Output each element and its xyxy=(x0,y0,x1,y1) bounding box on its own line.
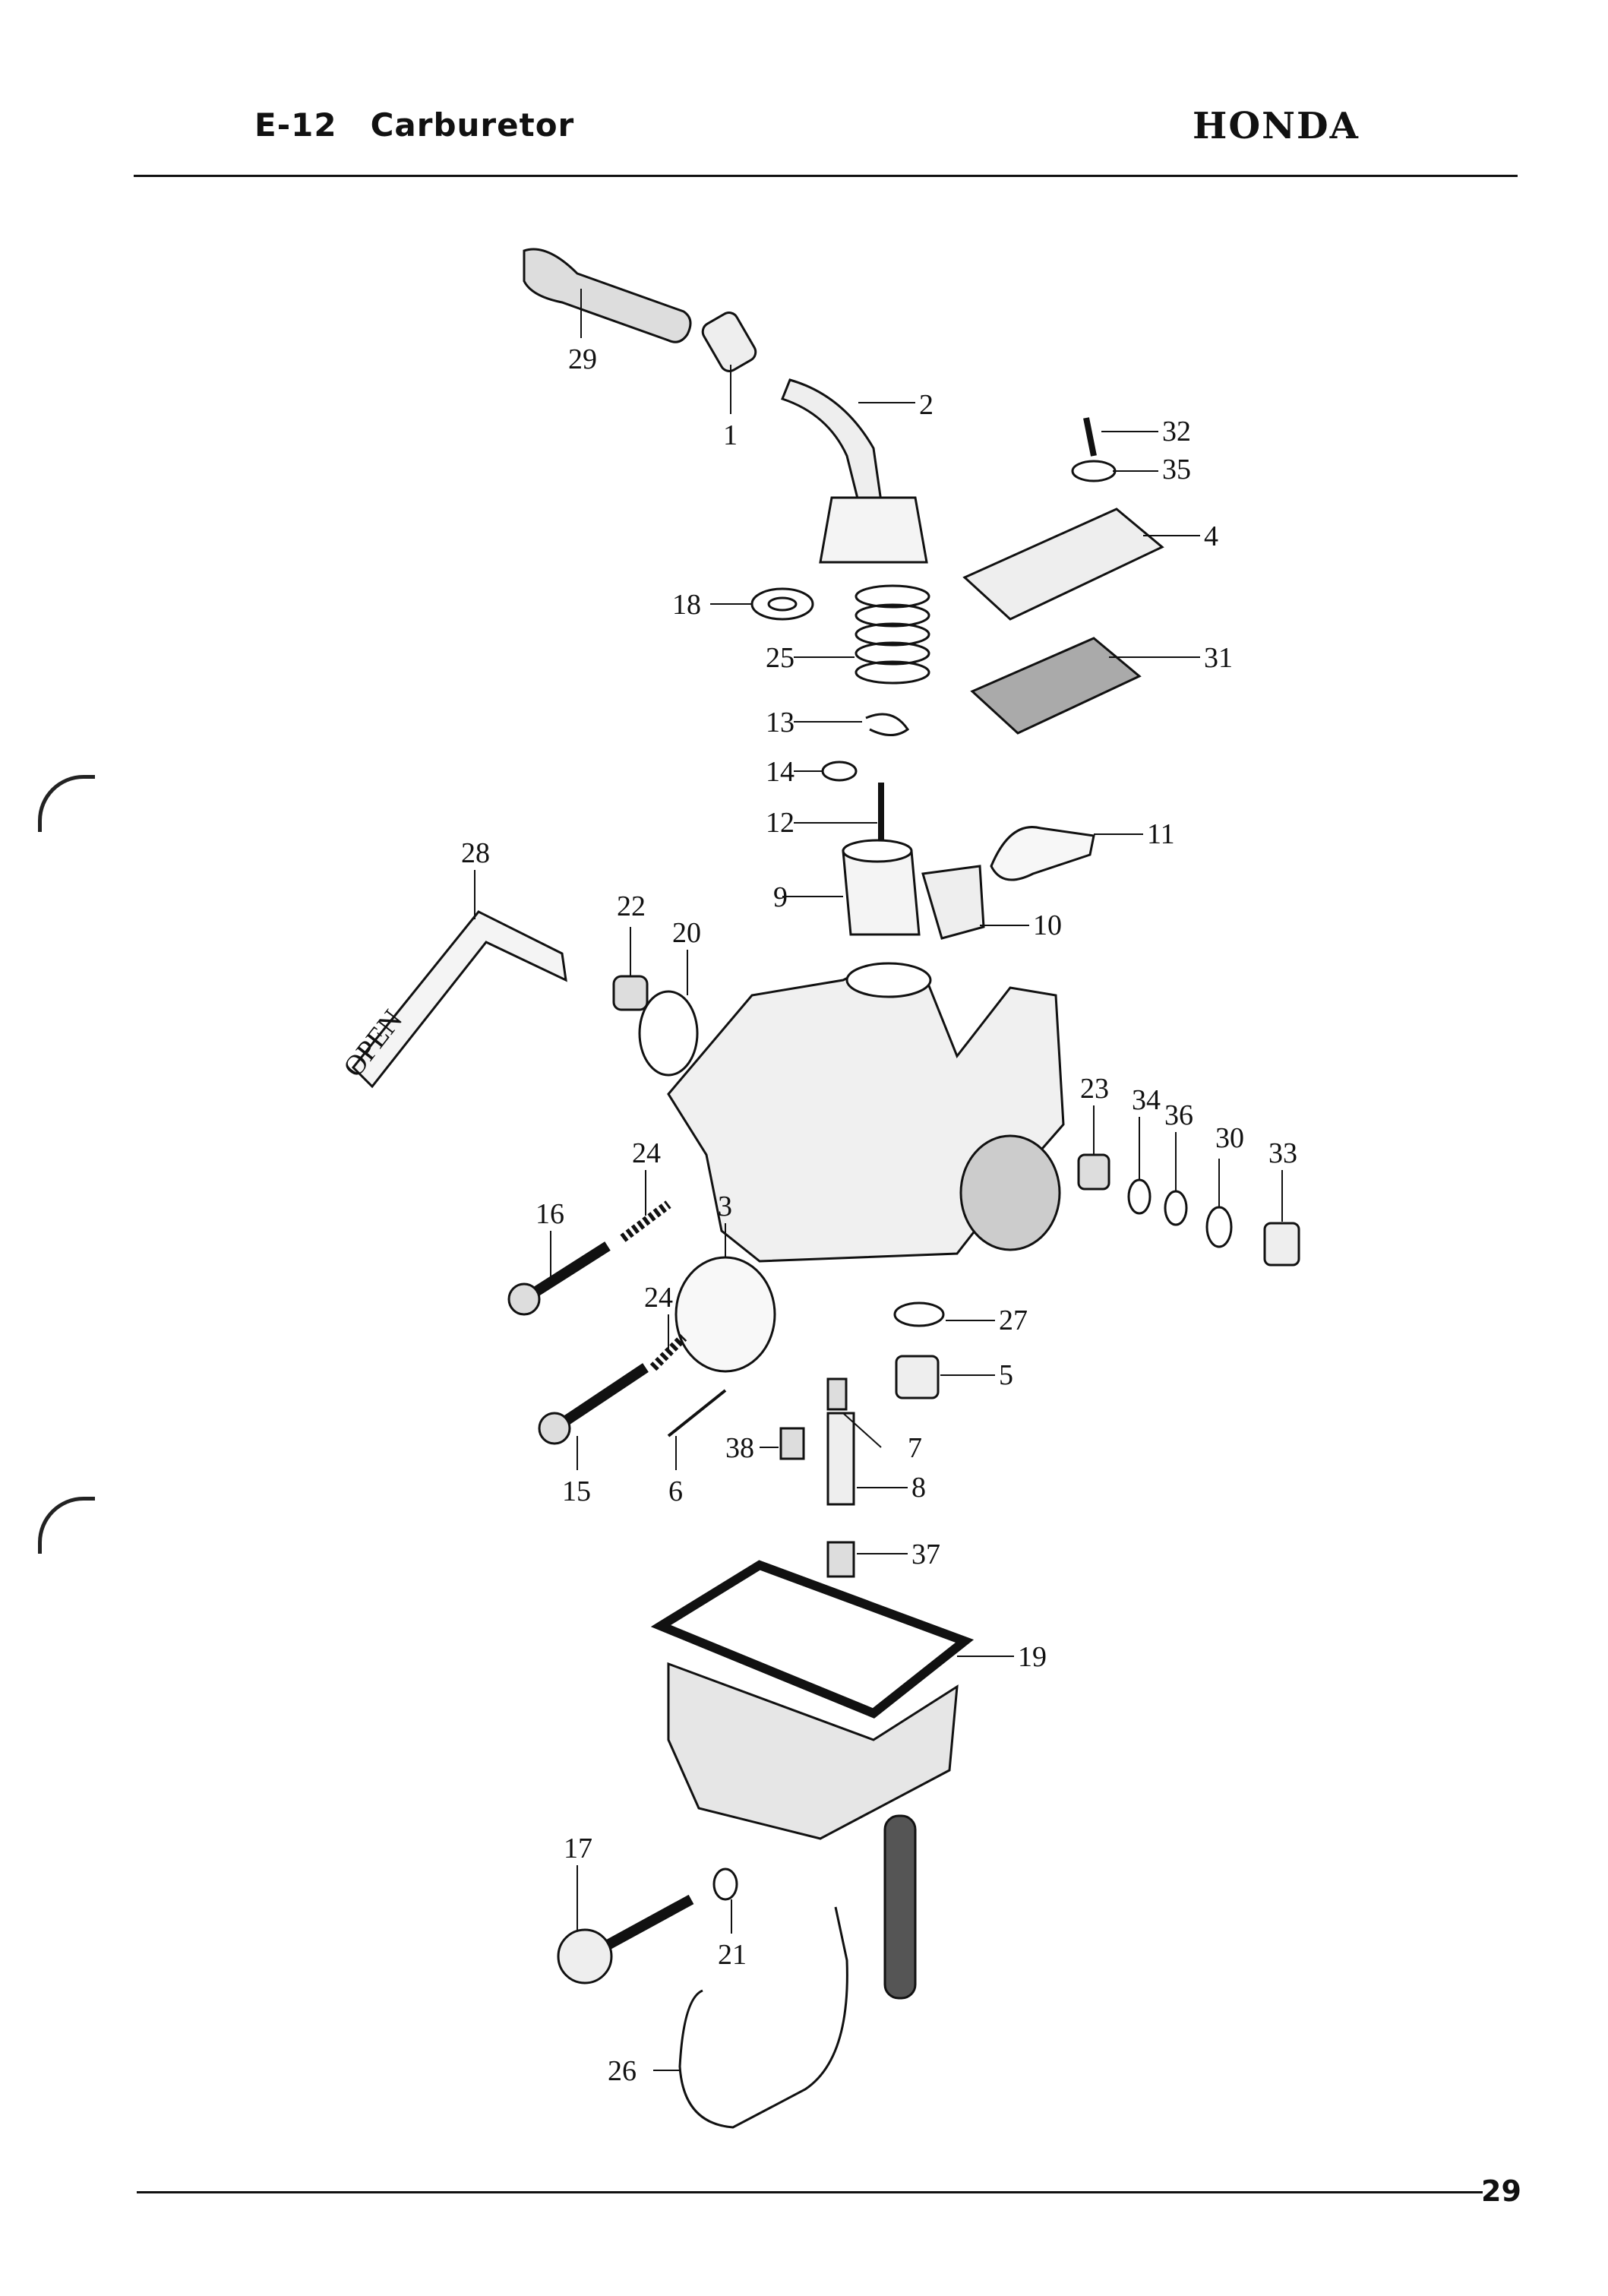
callout-20: 20 xyxy=(672,917,701,949)
part-float-chamber xyxy=(667,1662,959,1840)
part-jet-7 xyxy=(826,1377,848,1411)
footer-rule xyxy=(137,2191,1483,2193)
part-spring-24a xyxy=(620,1200,671,1242)
callout-14: 14 xyxy=(766,756,795,788)
part-joint xyxy=(701,312,757,372)
part-wire-clip xyxy=(678,1906,848,2129)
callout-36: 36 xyxy=(1164,1099,1193,1131)
part-float-pin xyxy=(667,1389,727,1437)
section-name: Carburetor xyxy=(370,106,575,144)
callout-26: 26 xyxy=(608,2055,637,2087)
callout-7: 7 xyxy=(908,1432,922,1464)
callout-21: 21 xyxy=(718,1939,747,1971)
callout-24-upper: 24 xyxy=(632,1137,661,1169)
callout-37: 37 xyxy=(911,1539,940,1570)
callout-29: 29 xyxy=(568,343,597,375)
part-chamber-gasket xyxy=(650,1560,975,1719)
part-choke-plate xyxy=(990,826,1095,881)
part-air-screw-16 xyxy=(521,1241,611,1304)
section-code: E-12 xyxy=(254,106,337,144)
part-o-ring-21 xyxy=(712,1867,738,1901)
callout-32: 32 xyxy=(1162,416,1191,447)
part-fuel-hose xyxy=(523,248,692,343)
callout-23: 23 xyxy=(1080,1073,1109,1105)
header-rule xyxy=(134,175,1518,177)
part-washer-27 xyxy=(893,1301,945,1327)
part-needle-jet-8 xyxy=(826,1412,855,1506)
parts-drawing xyxy=(351,248,1300,2129)
page-number: 29 xyxy=(1481,2174,1521,2208)
part-washer-18 xyxy=(750,587,814,621)
part-washer-35 xyxy=(1071,460,1117,482)
callout-34: 34 xyxy=(1132,1084,1161,1116)
part-collar-23 xyxy=(1077,1153,1110,1191)
section-title: E-12 Carburetor xyxy=(254,106,574,144)
part-screw-32 xyxy=(1083,417,1097,457)
callout-18: 18 xyxy=(672,589,701,621)
callout-22: 22 xyxy=(617,890,646,922)
part-nut-33 xyxy=(1263,1222,1300,1267)
callout-9: 9 xyxy=(773,881,788,913)
callout-19: 19 xyxy=(1018,1641,1047,1673)
part-air-intake xyxy=(959,1134,1061,1251)
part-gasket-31 xyxy=(970,637,1142,735)
part-plug-5 xyxy=(895,1355,940,1399)
callout-16: 16 xyxy=(535,1198,564,1230)
part-needle-clip xyxy=(865,713,910,736)
part-carb-top xyxy=(819,496,928,564)
callout-4: 4 xyxy=(1204,520,1218,552)
part-collar-22 xyxy=(612,975,649,1011)
part-o-ring-20 xyxy=(638,990,699,1077)
part-jet-38 xyxy=(779,1427,805,1460)
callout-31: 31 xyxy=(1204,642,1233,674)
part-drain-screw xyxy=(557,1928,613,1984)
part-throttle-spring xyxy=(855,584,930,685)
part-washer-34 xyxy=(1127,1178,1152,1215)
callout-27: 27 xyxy=(999,1305,1028,1336)
callout-35: 35 xyxy=(1162,454,1191,485)
callout-3: 3 xyxy=(718,1191,732,1222)
callout-6: 6 xyxy=(668,1475,683,1507)
callout-2: 2 xyxy=(919,389,934,421)
callout-17: 17 xyxy=(564,1833,592,1864)
part-fuel-pipe xyxy=(781,378,883,503)
part-throttle-stop-screw-15 xyxy=(551,1363,649,1433)
part-washer-30 xyxy=(1205,1206,1233,1248)
callout-30: 30 xyxy=(1215,1122,1244,1154)
callout-24-lower: 24 xyxy=(644,1282,673,1314)
callout-10: 10 xyxy=(1033,909,1062,941)
part-overflow-pipe xyxy=(883,1814,917,2000)
part-choke-lever xyxy=(351,910,567,1089)
callout-38: 38 xyxy=(725,1432,754,1464)
callout-15: 15 xyxy=(562,1475,591,1507)
part-throttle-valve xyxy=(842,849,921,936)
part-bracket-10 xyxy=(921,865,985,940)
callout-5: 5 xyxy=(999,1359,1013,1391)
callout-labels: 29 1 2 32 35 4 18 25 31 13 14 12 11 28 9… xyxy=(461,343,1297,2087)
part-washer-36 xyxy=(1164,1190,1188,1226)
part-cover-plate-4 xyxy=(962,508,1164,621)
part-float xyxy=(674,1256,776,1373)
callout-33: 33 xyxy=(1268,1137,1297,1169)
callout-25: 25 xyxy=(766,642,795,674)
callout-8: 8 xyxy=(911,1472,926,1504)
part-ring-14 xyxy=(821,761,858,782)
part-main-jet-37 xyxy=(826,1541,855,1578)
callout-28: 28 xyxy=(461,837,490,869)
callout-12: 12 xyxy=(766,807,795,839)
leader-lines xyxy=(474,289,1283,2071)
brand-logo: HONDA xyxy=(1193,105,1360,147)
callout-11: 11 xyxy=(1147,818,1175,850)
callout-13: 13 xyxy=(766,707,795,738)
callout-1: 1 xyxy=(723,419,738,451)
